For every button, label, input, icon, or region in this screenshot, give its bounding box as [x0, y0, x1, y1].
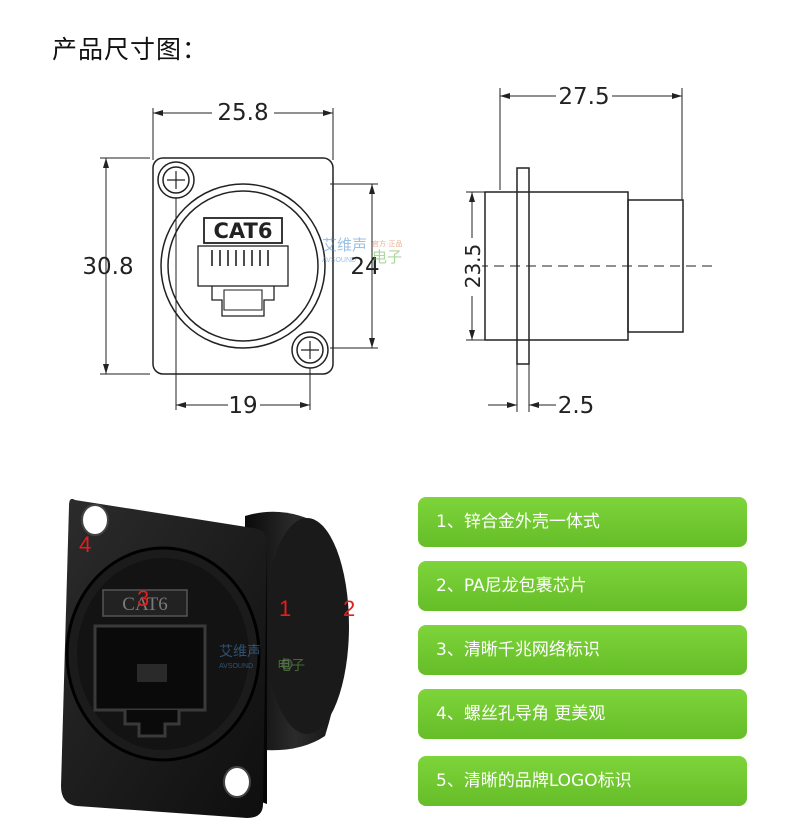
dim-side-length: 27.5	[558, 84, 609, 110]
photo-watermark-brand-cn: 艾维声	[219, 643, 261, 659]
side-view	[462, 88, 712, 412]
dim-flange-thickness: 2.5	[558, 393, 595, 419]
callout-4: 4	[79, 532, 91, 557]
product-photo: CAT6 4 3 1 2 艾维声 AVSOUND 电子	[61, 498, 355, 818]
dim-hole-spacing: 19	[228, 393, 257, 419]
watermark-brand-en: AVSOUND	[322, 257, 356, 264]
feature-item-1: 1、锌合金外壳一体式	[418, 497, 747, 547]
photo-watermark-brand-en: AVSOUND	[219, 663, 253, 670]
feature-item-3: 3、清晰千兆网络标识	[418, 625, 747, 675]
watermark-badge: 官方·正品	[372, 239, 402, 248]
callout-1: 1	[279, 596, 291, 621]
callout-3: 3	[137, 586, 149, 611]
dim-front-width-label: 25.8	[217, 100, 268, 126]
callout-2: 2	[343, 596, 355, 621]
dim-inner-height: 24	[350, 254, 379, 280]
page-title: 产品尺寸图：	[52, 35, 209, 64]
watermark-brand-cn: 艾维声	[322, 236, 367, 254]
dim-front-height: 30.8	[82, 254, 133, 280]
photo-watermark-suffix: 电子	[277, 657, 305, 673]
feature-item-2: 2、PA尼龙包裹芯片	[418, 561, 747, 611]
watermark: 艾维声 AVSOUND 官方·正品 电子	[322, 236, 402, 266]
watermark-suffix: 电子	[372, 249, 402, 266]
photo-cat6-label: CAT6	[122, 594, 167, 615]
feature-item-4: 4、螺丝孔导角 更美观	[418, 689, 747, 739]
dimension-drawing: 25.8 25.8 30.8 24 19 CAT6 27.5	[82, 84, 712, 419]
feature-item-5: 5、清晰的品牌LOGO标识	[418, 756, 747, 806]
front-view	[100, 108, 378, 410]
cat6-label: CAT6	[214, 219, 273, 243]
dim-side-height: 23.5	[461, 244, 485, 289]
